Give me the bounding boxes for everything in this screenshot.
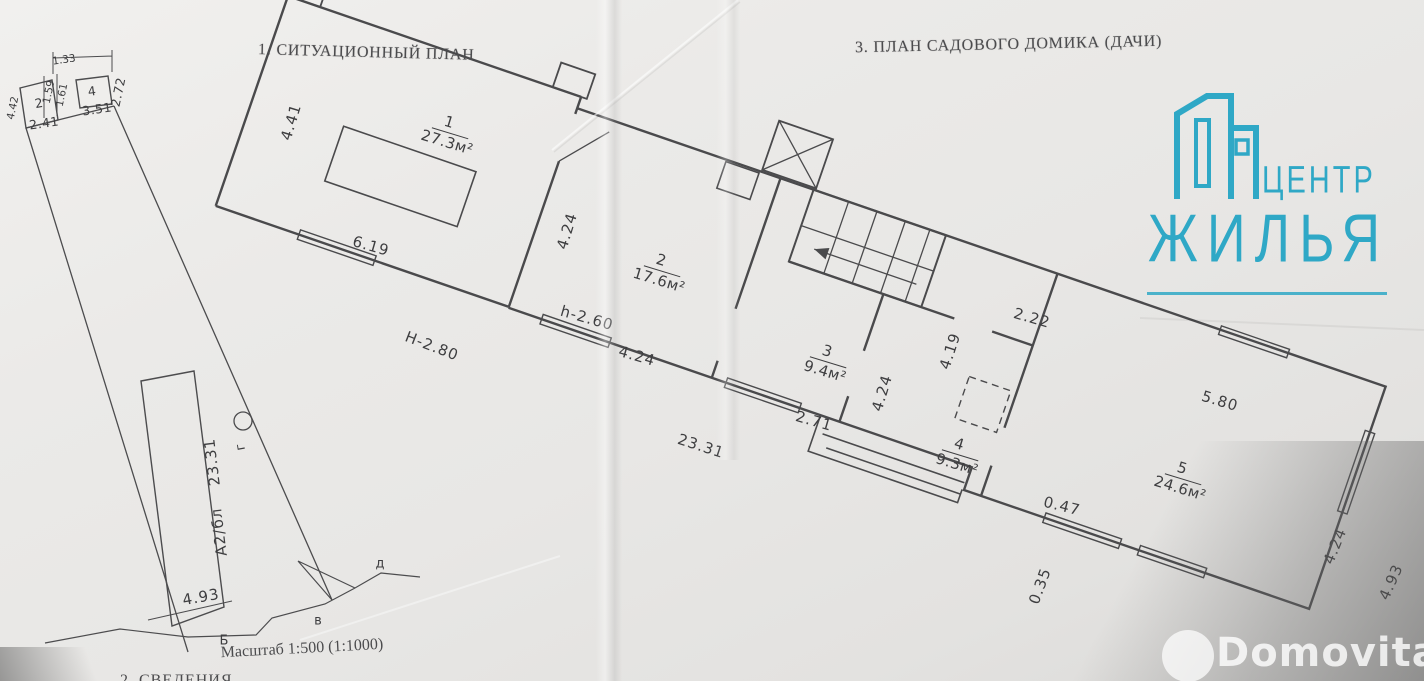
paper-creases bbox=[299, 0, 1424, 641]
domovita-watermark: Domovita bbox=[1216, 630, 1424, 676]
situational-plan-lines bbox=[19, 50, 421, 653]
sit-point-v: в bbox=[314, 613, 322, 629]
next-section-cropped-text: 2. СВЕДЕНИЯ bbox=[120, 672, 233, 681]
center-zhilya-logo-line2: ЖИЛЬЯ bbox=[1148, 201, 1390, 277]
domovita-logo-icon bbox=[1162, 630, 1214, 681]
sit-point-d: д bbox=[375, 556, 385, 572]
center-zhilya-logo-underline bbox=[1147, 292, 1387, 295]
center-zhilya-logo-icon bbox=[1174, 93, 1259, 199]
sit-point-b: Б bbox=[219, 633, 229, 649]
center-zhilya-logo-line1: ЦЕНТР bbox=[1262, 160, 1376, 202]
